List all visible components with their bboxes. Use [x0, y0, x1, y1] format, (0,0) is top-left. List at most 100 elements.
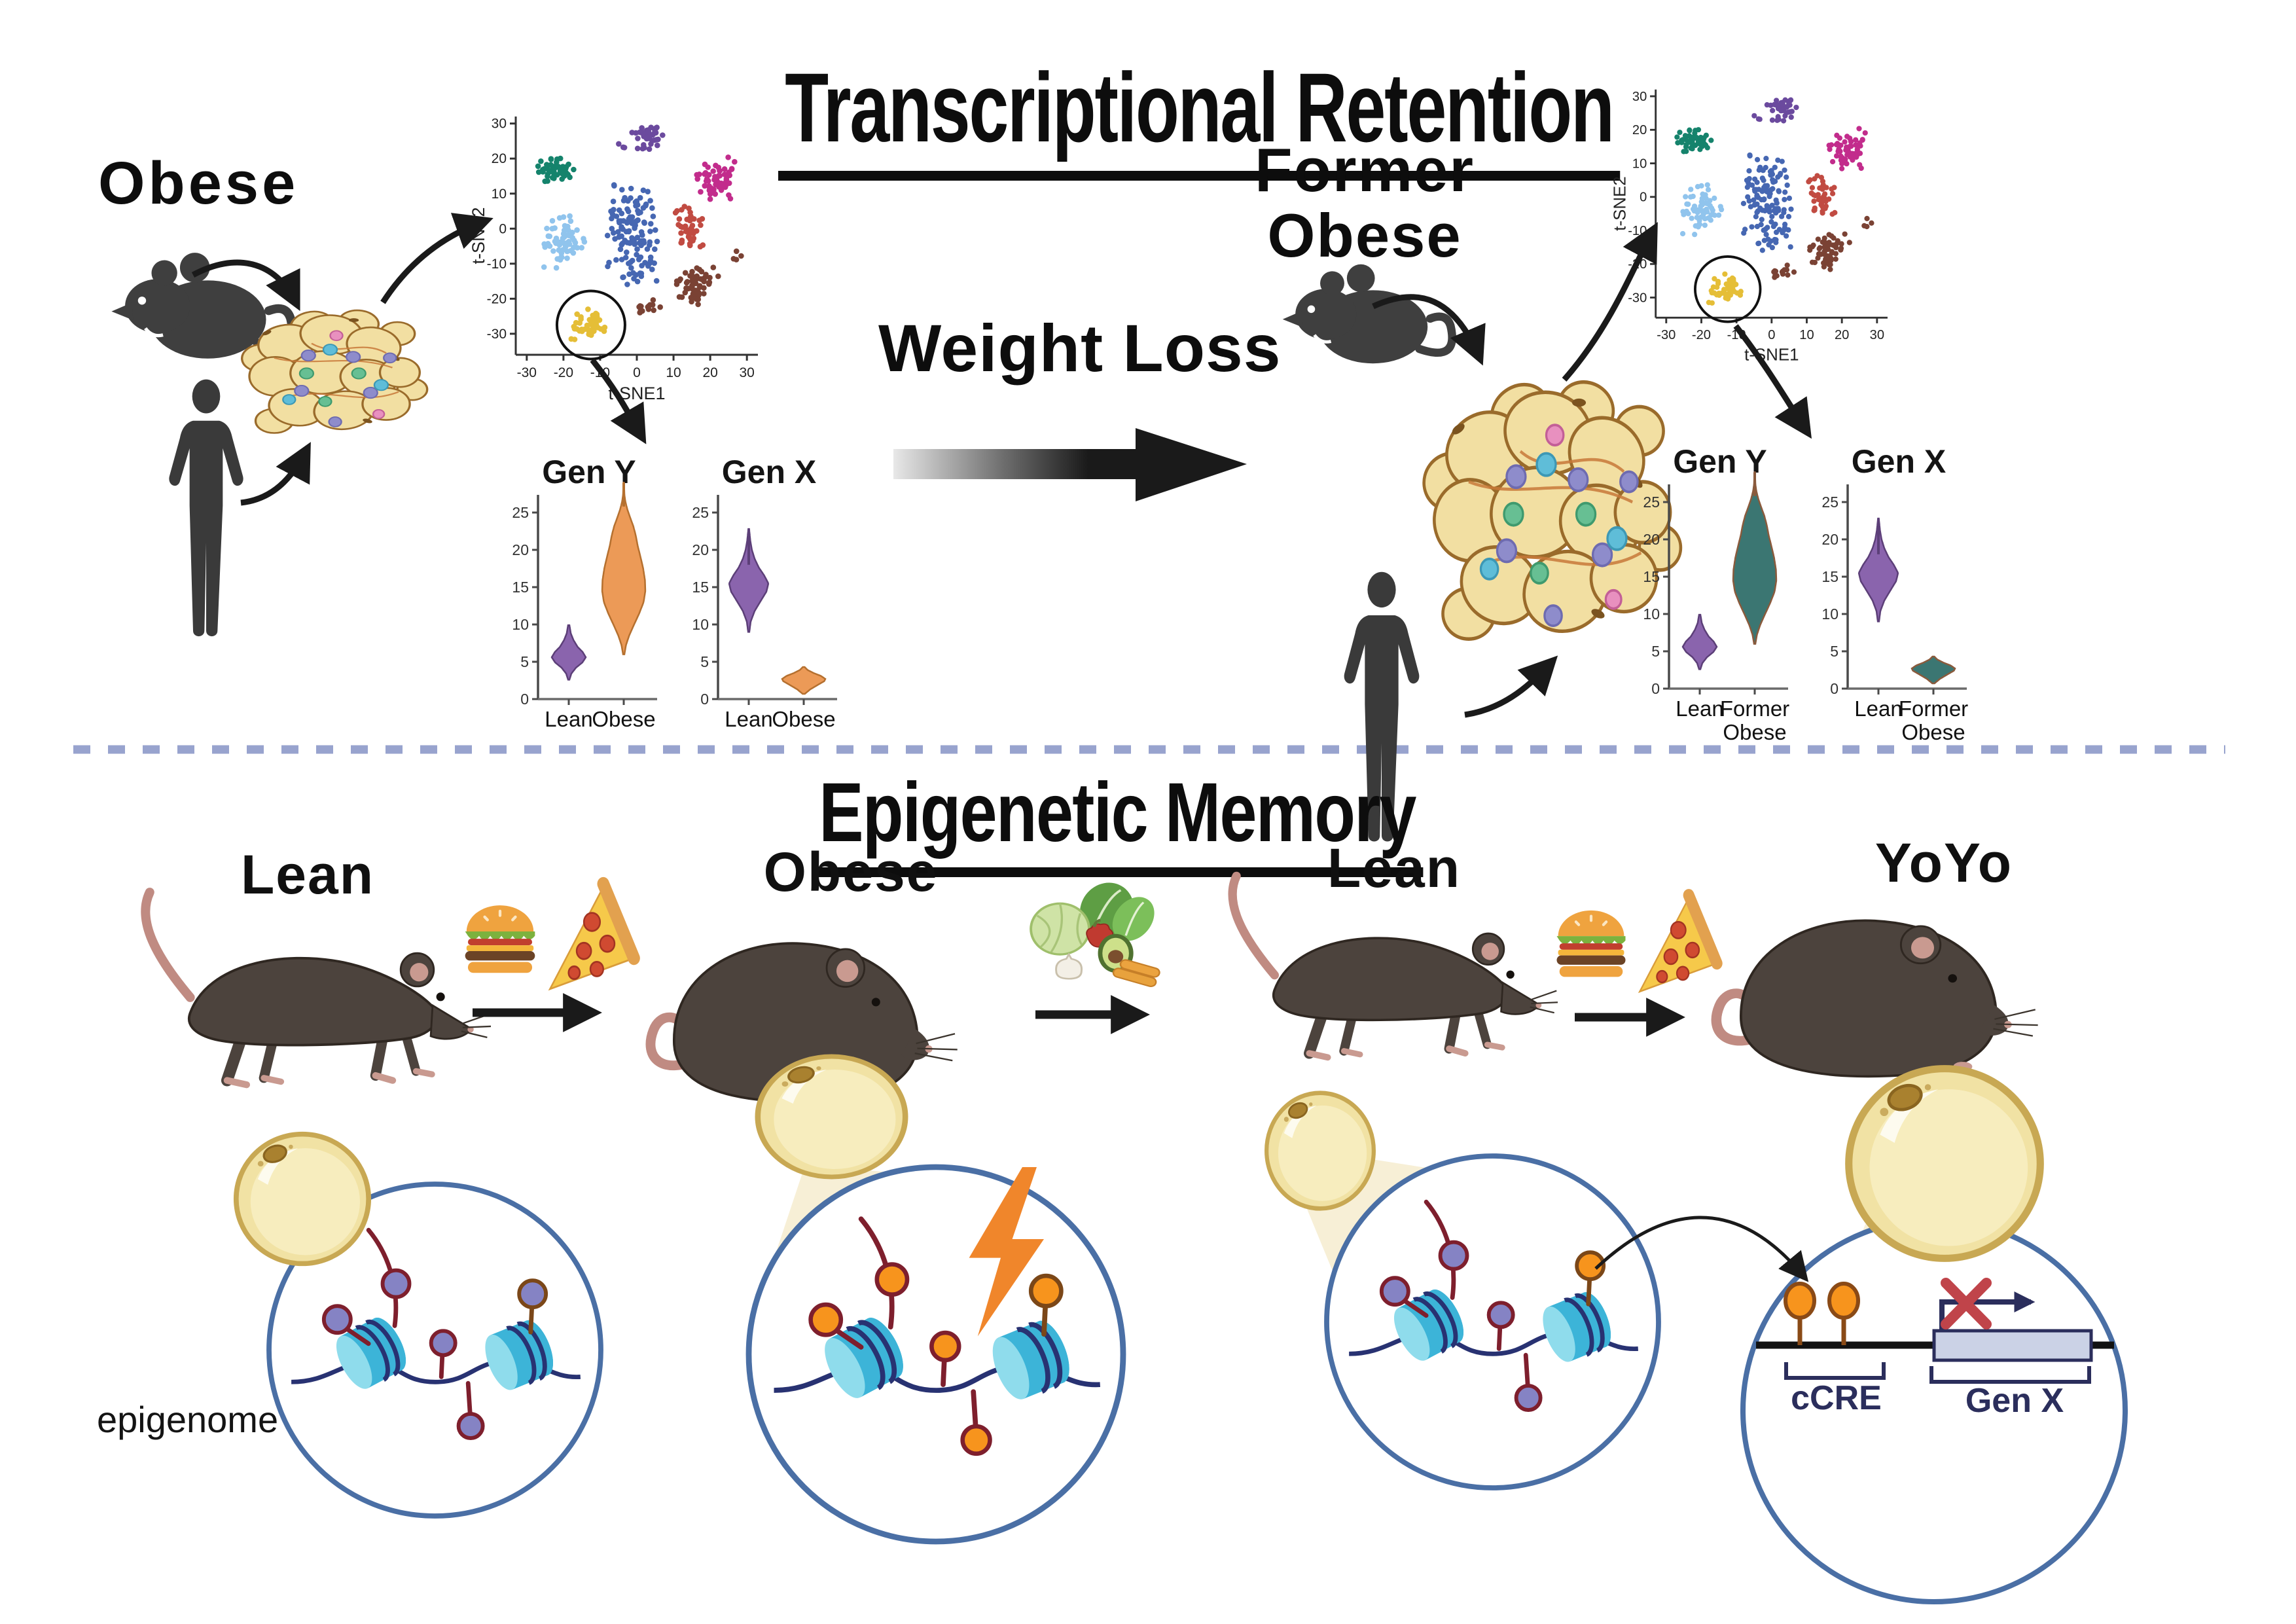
gene-x-label: Gen X	[1965, 1382, 2064, 1420]
violin-title-geny-former: Gen Y	[1673, 443, 1767, 480]
cluster-brown-strip	[1771, 262, 1797, 280]
stage-label-lean-2: Lean	[1327, 837, 1462, 899]
svg-text:-20: -20	[554, 365, 573, 380]
highlighted-cluster-ring	[555, 289, 626, 361]
svg-text:15: 15	[1643, 568, 1660, 585]
ccre-label: cCRE	[1791, 1379, 1882, 1417]
svg-text:-30: -30	[487, 327, 507, 342]
svg-text:25: 25	[512, 504, 529, 521]
svg-text:10: 10	[692, 616, 709, 633]
cluster-purple-pair	[1751, 113, 1763, 122]
methylation-mark-purple	[321, 1304, 371, 1346]
svg-text:20: 20	[1821, 531, 1839, 548]
weight-loss-gradient-arrow	[893, 428, 1247, 501]
arrow-tissue-to-tsne-left	[380, 213, 493, 304]
methylation-mark-purple	[429, 1329, 457, 1379]
section-title-text: Transcriptional Retention	[778, 51, 1620, 181]
methylation-mark-ccre-2	[1827, 1282, 1860, 1345]
svg-text:5: 5	[520, 653, 529, 670]
nucleosome	[992, 1320, 1069, 1399]
arrow-mouse-to-tissue-left	[191, 259, 300, 312]
epigenome-circle-memory	[1324, 1153, 1661, 1490]
former-obese-line1: Former	[1255, 135, 1475, 204]
svg-text:5: 5	[1651, 643, 1660, 660]
stage-label-lean-1: Lean	[240, 844, 375, 905]
violin-shape-lean	[1681, 613, 1718, 670]
svg-text:20: 20	[692, 541, 709, 558]
nucleosome	[485, 1320, 554, 1390]
arrow-tissue-to-tsne-right	[1562, 222, 1658, 382]
svg-text:20: 20	[492, 151, 507, 166]
weight-loss-label: Weight Loss	[878, 311, 1282, 386]
svg-text:15: 15	[512, 579, 529, 596]
cluster-brown-outliers	[730, 248, 744, 262]
violin-shape-obese	[781, 666, 827, 695]
svg-text:10: 10	[666, 365, 681, 380]
methylation-mark-orange	[960, 1389, 992, 1456]
cluster-blue	[1740, 152, 1794, 253]
svg-text:30: 30	[1632, 90, 1647, 104]
cluster-brown-strip	[636, 297, 663, 316]
svg-text:20: 20	[512, 541, 529, 558]
section-title-text: Epigenetic Memory	[812, 765, 1424, 877]
cluster-magenta	[694, 154, 738, 202]
epigenome-circle-obese	[745, 1164, 1126, 1545]
gene-bracket	[1929, 1366, 2091, 1384]
svg-text:30: 30	[1870, 328, 1884, 342]
ccre-bracket	[1784, 1362, 1886, 1380]
svg-text:Lean: Lean	[1854, 696, 1902, 721]
section-title-epigenetic-memory: Epigenetic Memory	[812, 765, 1424, 877]
svg-text:0: 0	[1640, 190, 1647, 205]
nucleosome	[1393, 1289, 1464, 1361]
methylation-mark-orange	[808, 1302, 864, 1350]
svg-text:Obese: Obese	[772, 707, 835, 731]
svg-text:15: 15	[692, 579, 709, 596]
svg-text:-30: -30	[1628, 291, 1647, 305]
arrow-human-to-tissue-right	[1464, 655, 1558, 718]
lightning-bolt-icon	[969, 1167, 1044, 1337]
methylation-mark-ccre-1	[1784, 1282, 1816, 1345]
svg-text:20: 20	[1835, 328, 1849, 342]
former-obese-line2: Obese	[1267, 200, 1462, 270]
violin-shape-lean	[550, 624, 587, 681]
svg-text:10: 10	[492, 187, 507, 202]
svg-text:20: 20	[1643, 531, 1660, 548]
svg-text:10: 10	[512, 616, 529, 633]
nucleosome	[825, 1318, 903, 1398]
cluster-purple	[629, 124, 666, 153]
cluster-blue	[604, 182, 660, 287]
methylation-mark-purple	[1379, 1276, 1429, 1318]
svg-text:t-SNE2: t-SNE2	[1611, 176, 1630, 230]
cluster-magenta	[1826, 126, 1868, 171]
cluster-brown	[673, 264, 721, 308]
cluster-red	[672, 204, 706, 250]
svg-text:25: 25	[1643, 494, 1660, 511]
violin-title-geny-obese: Gen Y	[542, 454, 636, 490]
svg-text:25: 25	[1821, 494, 1839, 511]
svg-text:0: 0	[1768, 328, 1775, 342]
repression-x-icon	[1941, 1278, 1992, 1329]
gene-repression-circle	[1740, 1217, 2128, 1604]
gene-body-box	[1932, 1329, 2093, 1362]
epigenome-circle-lean	[266, 1182, 603, 1519]
svg-text:0: 0	[499, 221, 507, 236]
svg-text:0: 0	[1651, 680, 1660, 697]
svg-text:Lean: Lean	[725, 707, 772, 731]
violin-title-genx-former: Gen X	[1851, 443, 1946, 480]
methylation-mark-purple	[456, 1380, 485, 1440]
methylation-mark-purple	[1424, 1199, 1469, 1300]
section-title-transcriptional-retention: Transcriptional Retention	[778, 51, 1620, 181]
svg-text:10: 10	[1632, 156, 1647, 171]
methylation-mark-orange	[858, 1216, 910, 1330]
svg-text:5: 5	[1830, 643, 1839, 660]
arrow-tsne-to-violins-left	[590, 358, 647, 444]
